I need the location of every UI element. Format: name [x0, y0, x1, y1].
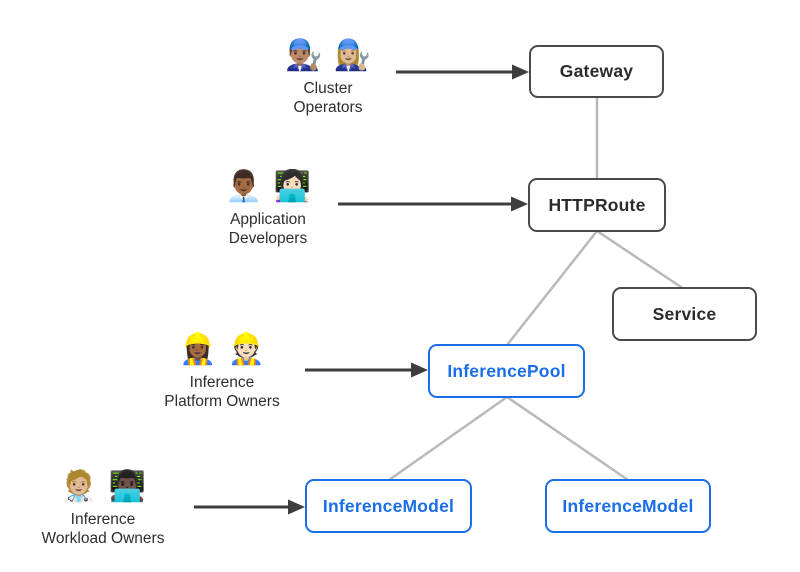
node-gateway: Gateway: [529, 45, 664, 98]
man-office-worker-emoji-icon: 👨🏾‍💼: [224, 170, 263, 203]
arrow-inference-platform-owners-to-inferencepool: [305, 362, 428, 378]
health-worker-emoji-icon: 🧑🏼‍⚕️: [59, 470, 98, 503]
application-developers-emoji-row: 👨🏾‍💼 👩🏻‍💻: [193, 167, 343, 207]
arrow-head-icon: [288, 499, 305, 515]
node-inferencemodel-left-label: InferenceModel: [322, 495, 455, 516]
arrow-application-developers-to-httproute: [338, 196, 528, 212]
connector-httproute-service: [596, 229, 685, 291]
inference-platform-owners-emoji-row: 👷🏾‍♀️ 👷🏻: [122, 330, 322, 370]
persona-inference-workload-owners: 🧑🏼‍⚕️ 👨🏿‍💻 Inference Workload Owners: [3, 467, 203, 548]
man-construction-worker-emoji-icon: 👷🏻: [227, 333, 266, 366]
connector-inferencepool-inferencemodel-right: [506, 395, 629, 482]
node-inferencepool: InferencePool: [428, 344, 585, 398]
connector-inferencepool-inferencemodel-left: [388, 395, 508, 482]
node-gateway-label: Gateway: [559, 61, 634, 81]
node-inferencemodel-right: InferenceModel: [545, 479, 711, 533]
man-mechanic-emoji-icon: 👨🏽‍🔧: [284, 39, 323, 72]
inference-platform-owners-label: Inference Platform Owners: [164, 374, 280, 410]
man-technologist-emoji-icon: 👨🏿‍💻: [108, 470, 147, 503]
arrow-head-icon: [512, 64, 529, 80]
inference-workload-owners-label: Inference Workload Owners: [41, 511, 165, 547]
node-service-label: Service: [652, 303, 717, 324]
arrow-head-icon: [511, 196, 528, 212]
arrow-head-icon: [411, 362, 428, 378]
arrow-cluster-operators-to-gateway: [396, 64, 529, 80]
woman-construction-worker-emoji-icon: 👷🏾‍♀️: [178, 333, 217, 366]
node-inferencemodel-left: InferenceModel: [305, 479, 472, 533]
inference-workload-owners-emoji-row: 🧑🏼‍⚕️ 👨🏿‍💻: [3, 467, 203, 507]
persona-inference-platform-owners: 👷🏾‍♀️ 👷🏻 Inference Platform Owners: [122, 330, 322, 411]
node-httproute: HTTPRoute: [528, 178, 666, 232]
node-service: Service: [612, 287, 757, 341]
woman-technologist-emoji-icon: 👩🏻‍💻: [273, 170, 312, 203]
woman-mechanic-emoji-icon: 👩🏼‍🔧: [333, 39, 372, 72]
node-httproute-label: HTTPRoute: [548, 194, 646, 215]
node-inferencemodel-right-label: InferenceModel: [562, 495, 694, 516]
cluster-operators-label: Cluster Operators: [293, 80, 363, 116]
persona-application-developers: 👨🏾‍💼 👩🏻‍💻 Application Developers: [193, 167, 343, 248]
node-inferencepool-label: InferencePool: [447, 360, 566, 381]
cluster-operators-emoji-row: 👨🏽‍🔧 👩🏼‍🔧: [253, 36, 403, 76]
persona-cluster-operators: 👨🏽‍🔧 👩🏼‍🔧 Cluster Operators: [253, 36, 403, 117]
arrow-inference-workload-owners-to-inferencemodel: [194, 499, 305, 515]
application-developers-label: Application Developers: [228, 211, 308, 247]
connector-httproute-inferencepool: [506, 230, 598, 346]
